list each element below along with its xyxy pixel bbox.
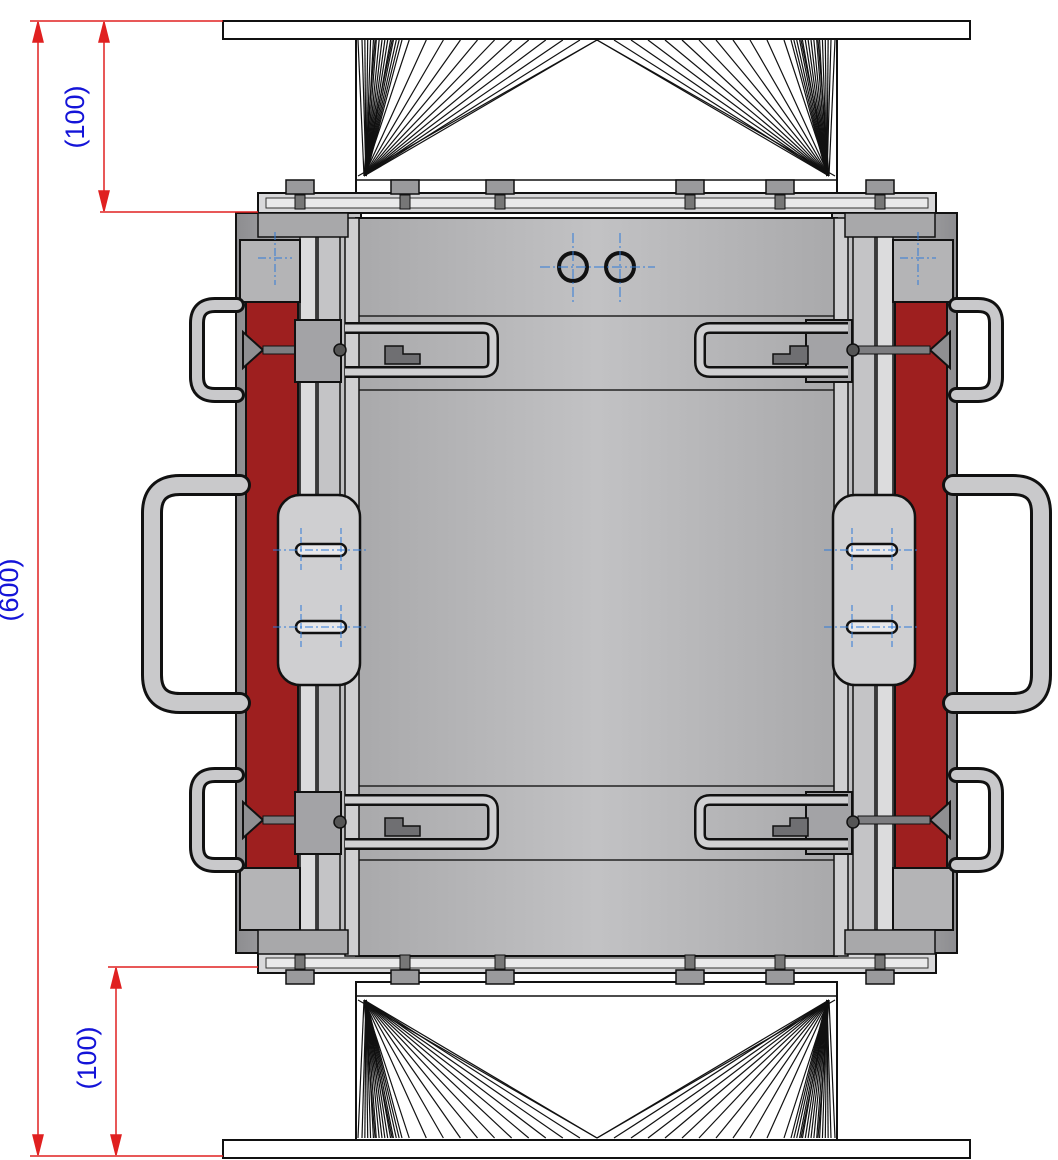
left-carry-handle xyxy=(141,474,251,714)
bottom-flange-plate xyxy=(222,1139,971,1159)
bolt-head xyxy=(675,969,705,985)
bolt-head xyxy=(390,969,420,985)
right-slot-plate xyxy=(831,493,917,687)
left-slot-plate xyxy=(276,493,362,687)
top-gap-dimension-label: (100) xyxy=(60,85,90,148)
bolt-head xyxy=(865,969,895,985)
toggle-clamp xyxy=(694,791,860,855)
lifting-loop xyxy=(948,297,1004,403)
bolt-head xyxy=(675,179,705,195)
bolt-head xyxy=(285,179,315,195)
lifting-loop xyxy=(948,767,1004,873)
inspection-ports xyxy=(540,233,655,302)
overall-length-dimension-label: (600) xyxy=(0,558,24,621)
top-bellows-hatching xyxy=(357,39,836,177)
lifting-loop xyxy=(189,297,245,403)
adjustment-slots xyxy=(273,528,920,649)
central-body-panel xyxy=(355,217,838,957)
bottom-bellows-hatching xyxy=(357,999,836,1139)
toggle-clamps xyxy=(294,319,860,855)
right-carry-handle xyxy=(942,474,1052,714)
lifting-loops xyxy=(189,297,1004,873)
bolt-head xyxy=(485,969,515,985)
bottom-gap-dimension-label: (100) xyxy=(72,1026,102,1089)
bolt-head xyxy=(765,179,795,195)
dimension-lines xyxy=(30,20,258,1157)
bottom-flexible-connector xyxy=(222,981,971,1159)
bolt-head xyxy=(865,179,895,195)
toggle-clamp xyxy=(294,791,499,855)
toggle-clamp xyxy=(294,319,499,383)
top-flange-plate xyxy=(222,20,971,40)
bolt-head xyxy=(285,969,315,985)
bolt-row xyxy=(285,179,895,985)
toggle-clamp xyxy=(694,319,860,383)
bolt-head xyxy=(390,179,420,195)
lifting-loop xyxy=(189,767,245,873)
bolt-head xyxy=(765,969,795,985)
bolt-head xyxy=(485,179,515,195)
top-flexible-connector xyxy=(222,20,971,196)
